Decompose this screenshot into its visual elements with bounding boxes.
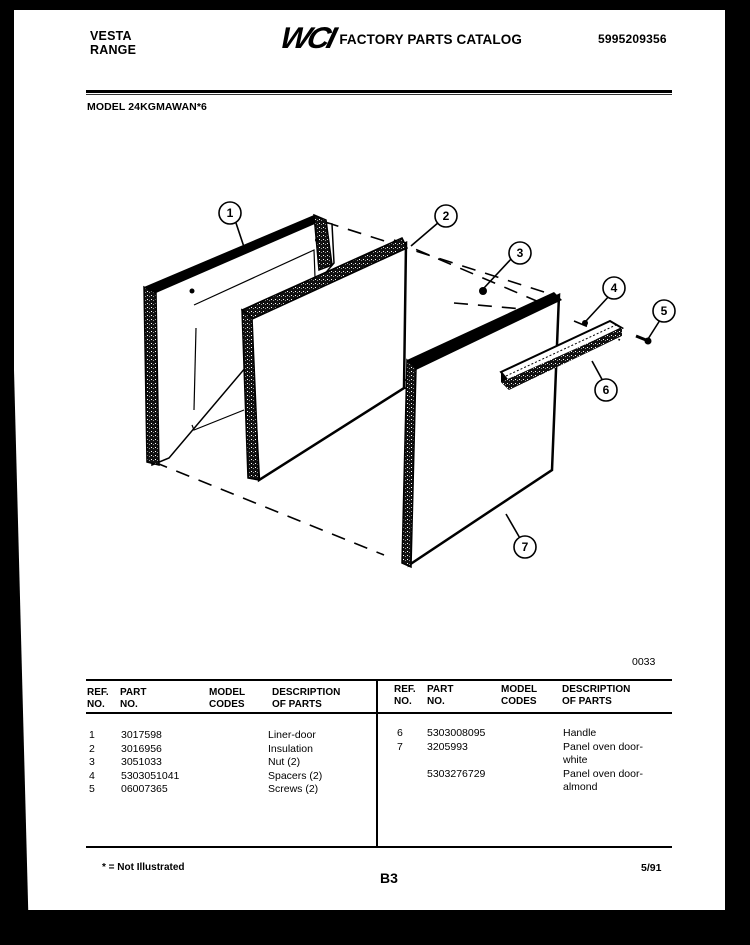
handle-part — [499, 319, 625, 390]
col-ref-no-right: REF.NO. — [394, 684, 416, 707]
exploded-parts-diagram: 1 2 3 4 5 6 7 — [143, 201, 676, 569]
insulation-part — [240, 237, 409, 483]
table-bottom-rule — [86, 846, 672, 848]
table-top-rule — [86, 679, 672, 681]
callout-1: 1 — [227, 206, 234, 220]
catalog-number: 5995209356 — [598, 32, 667, 46]
callout-4: 4 — [611, 281, 618, 295]
model-label: MODEL 24KGMAWAN*6 — [87, 101, 207, 113]
callout-6: 6 — [603, 383, 610, 397]
page-code: B3 — [380, 870, 398, 886]
header-divider-thin — [86, 94, 672, 95]
spacer-part — [582, 320, 588, 326]
revision-date: 5/91 — [641, 862, 662, 874]
callout-7: 7 — [522, 540, 529, 554]
callout-5: 5 — [661, 304, 668, 318]
col-ref-no: REF.NO. — [87, 687, 109, 710]
catalog-header: WCI FACTORY PARTS CATALOG — [277, 22, 522, 55]
table-column-divider — [376, 679, 378, 847]
header-divider — [86, 90, 672, 93]
outer-panel-part — [401, 292, 562, 569]
table-header-rule — [86, 712, 672, 714]
catalog-title: FACTORY PARTS CATALOG — [339, 31, 522, 47]
catalog-page: VESTA RANGE WCI FACTORY PARTS CATALOG 59… — [14, 10, 725, 910]
brand-name: VESTA — [90, 29, 132, 43]
liner-door-part — [143, 213, 335, 467]
nut-part — [479, 287, 487, 295]
callout-3: 3 — [517, 246, 524, 260]
product-type: RANGE — [90, 43, 137, 57]
callout-2: 2 — [443, 209, 450, 223]
figure-code: 0033 — [632, 656, 656, 668]
brand-block: VESTA RANGE — [90, 29, 136, 57]
not-illustrated-footnote: * = Not Illustrated — [102, 862, 185, 873]
screw-part — [635, 334, 652, 345]
